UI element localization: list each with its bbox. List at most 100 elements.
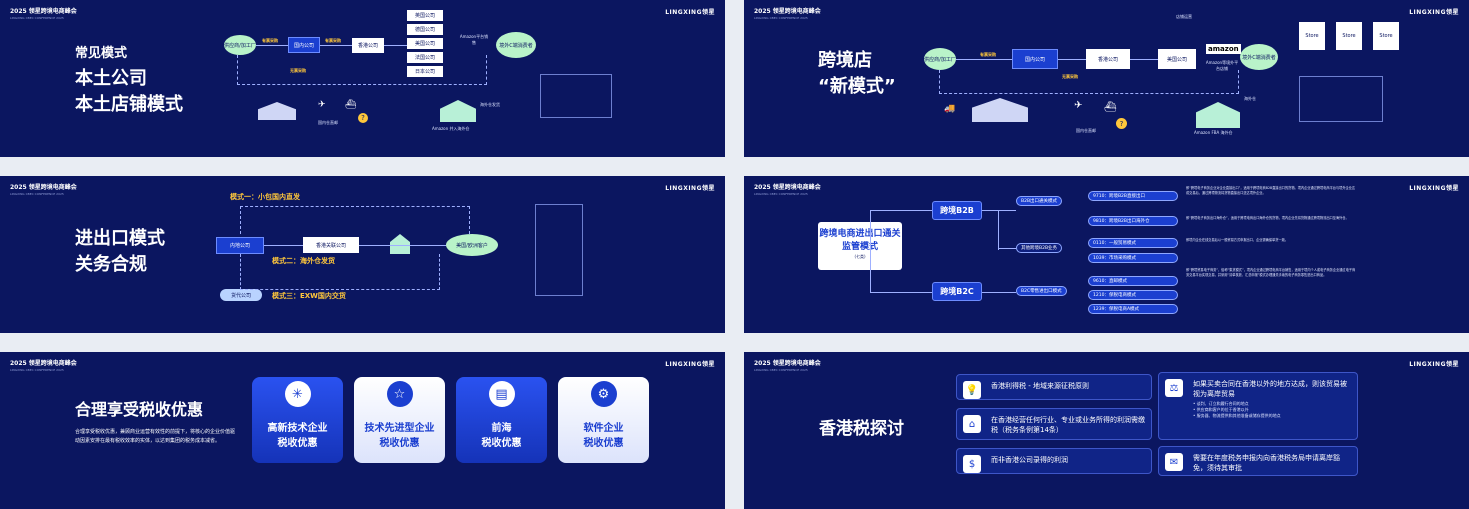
card-qianhai: ▤ 前海 税收优惠 <box>456 377 547 463</box>
card-software: ⚙ 软件企业 税收优惠 <box>558 377 649 463</box>
company-jp: 日本公司 <box>407 66 443 77</box>
company-us: 美国公司 <box>407 38 443 49</box>
flow-label-1: 有票采购 <box>980 52 996 57</box>
mode-2-label: 模式二：海外仓发货 <box>272 257 335 265</box>
flow-label-4: 国内仓直邮 <box>1076 128 1096 133</box>
card-high-tech: ✳ 高新技术企业 税收优惠 <box>252 377 343 463</box>
mode-3-label: 模式三：EXW国内交货 <box>272 292 346 300</box>
b2b-export-pill: B2B出口通关模式 <box>1016 196 1063 206</box>
hk-related-company-node: 香港关联公司 <box>303 237 359 253</box>
store-3: Store <box>1373 22 1399 50</box>
fba-warehouse-icon <box>1196 102 1240 128</box>
flow-label-5: 国内仓直邮 <box>318 120 338 125</box>
hk-item-5: ✉ 需要在年度税务申报内向香港税务局申请离岸豁免，须待其审批 <box>1158 446 1358 476</box>
bullet-list: • 谈判、订立和履行合同的地点 • 供应商和客户的位于香港以外 • 服务器、物流… <box>1193 401 1281 418</box>
code-1039: 1039：市场采购模式 <box>1088 253 1178 263</box>
help-icon: ? <box>1116 118 1127 129</box>
flow-label-3: 海外仓 <box>1244 96 1256 101</box>
code-9610: 9610：直邮模式 <box>1088 276 1178 286</box>
code-1210: 1210：保税电商模式 <box>1088 290 1178 300</box>
slide-title-line1: 跨境店 <box>818 50 872 71</box>
card-advanced-tech: ☆ 技术先进型企业 税收优惠 <box>354 377 445 463</box>
slide-title-line2: 本土公司 <box>75 68 147 89</box>
brand-logo: LINGXING领星 <box>1409 185 1459 192</box>
stores-row: Store Store Store <box>1299 22 1399 50</box>
hk-company-node: 香港公司 <box>1086 49 1130 69</box>
desc-9810: 即“跨境电子商务出口海外仓”，适用于跨境电商出口海外仓的货物，境内企业先将货物通… <box>1186 216 1349 220</box>
forwarder-node: 货代公司 <box>220 289 262 301</box>
legend <box>535 204 583 296</box>
slide-title-line3: 本土店铺模式 <box>75 94 183 115</box>
store-2: Store <box>1336 22 1362 50</box>
slide-title: 香港税探讨 <box>819 419 904 439</box>
flow-label-3: 无票采购 <box>290 68 306 73</box>
b2b-other-pill: 其他跨境B2B业务 <box>1016 243 1063 253</box>
code-0110: 0110：一般贸易模式 <box>1088 238 1178 248</box>
gear-icon: ⚙ <box>590 381 617 407</box>
legend <box>540 74 612 118</box>
money-bag-icon: $ <box>963 455 981 473</box>
store-ops-label: 店铺运营 <box>1176 14 1192 19</box>
code-9810: 9810：跨境B2B出口海外仓 <box>1088 216 1178 226</box>
slide-title-line2: 关务合规 <box>75 254 147 275</box>
brand-logo: LINGXING领星 <box>1409 361 1459 368</box>
hk-company-node: 香港公司 <box>352 38 384 53</box>
desc-9610: 即“跨境贸易电子商务”，俗称“集货模式”，境内企业通过跨境电商平台销售，适用于境… <box>1186 268 1356 277</box>
mode-1-label: 模式一：小包国内直发 <box>230 193 300 201</box>
ship-icon: ⛴ <box>345 100 357 110</box>
scale-icon: ⚖ <box>1165 379 1183 397</box>
hk-item-4: ⚖ 如果买卖合同在香港以外的地方达成，则该贸易被视为离岸贸易 • 谈判、订立和履… <box>1158 372 1358 440</box>
flow-label-2: 有票采购 <box>325 38 341 43</box>
warehouse-icon <box>972 98 1028 122</box>
home-icon: ⌂ <box>963 415 981 433</box>
slide-title-line2: “新模式” <box>818 76 896 97</box>
code-1239: 1239：保税电商A模式 <box>1088 304 1178 314</box>
help-icon: ? <box>358 113 368 123</box>
fba-label: Amazon 并入海外仓 <box>432 126 470 131</box>
center-title: 跨境电商进出口通关监管模式 <box>819 229 901 252</box>
company-de: 德国公司 <box>407 24 443 35</box>
sparkle-icon: ✳ <box>284 381 311 407</box>
company-uk: 英国公司 <box>407 10 443 21</box>
brand-logo: LINGXING领星 <box>665 9 715 16</box>
fba-warehouse-icon <box>440 100 476 122</box>
b2c-import-pill: B2C零售进出口模式 <box>1016 286 1067 296</box>
overseas-consumer-node: 境外C端消费者 <box>1240 44 1278 70</box>
hk-item-3: $ 而非香港公司录得的利润 <box>956 448 1152 474</box>
slide-title: 合理享受税收优惠 <box>75 400 204 419</box>
customer-node: 美国/欧洲客户 <box>446 234 498 256</box>
document-icon: ▤ <box>488 381 515 407</box>
code-9710: 9710：跨境B2B直接出口 <box>1088 191 1178 201</box>
airplane-icon: ✈ <box>318 100 326 110</box>
warehouse-icon <box>258 102 296 120</box>
flow-label-4: 海外仓发货 <box>480 102 500 107</box>
amazon-platform-label: Amazon平台销售 <box>459 34 489 45</box>
desc-9710: 即“跨境电子商务企业对企业直接出口”，适用于跨境电商B2B直接出口的货物。境内企… <box>1186 186 1356 195</box>
lightbulb-icon: 💡 <box>963 381 981 399</box>
flow-label-2: 无票采购 <box>1062 74 1078 79</box>
fba-label: Amazon FBA 海外仓 <box>1194 130 1233 135</box>
supplier-node: 供应商/加工厂 <box>224 35 256 55</box>
amazon-logo: amazon <box>1206 44 1241 54</box>
supplier-node: 供应商/加工厂 <box>924 48 956 70</box>
airplane-icon: ✈ <box>1074 100 1083 111</box>
warehouse-icon <box>390 234 410 254</box>
truck-icon: 🚚 <box>944 104 956 114</box>
legend <box>1299 76 1383 122</box>
store-1: Store <box>1299 22 1325 50</box>
domestic-company-node: 国内公司 <box>1012 49 1058 69</box>
brand-logo: LINGXING领星 <box>665 361 715 368</box>
chat-icon: ✉ <box>1165 453 1183 471</box>
hk-item-1: 💡 香港利得税 - 地域来源征税原则 <box>956 374 1152 400</box>
inland-company-node: 内地公司 <box>216 237 264 254</box>
